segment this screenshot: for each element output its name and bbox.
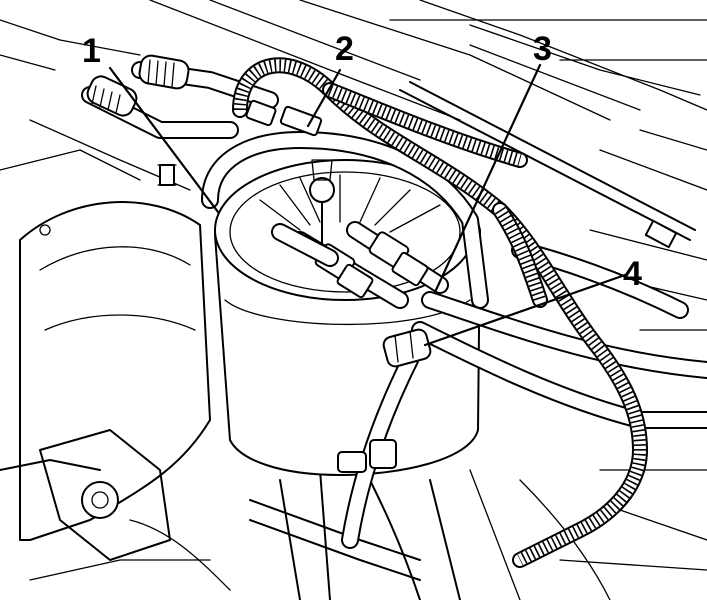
callout-2: 2 <box>335 30 354 68</box>
return-hose <box>201 131 707 549</box>
callout-leaders <box>108 63 627 347</box>
callout-4: 4 <box>623 255 642 293</box>
callout-3: 3 <box>533 30 552 68</box>
leader-2 <box>306 68 342 128</box>
fuel-filter <box>214 159 481 476</box>
corrugated-harness <box>232 57 648 568</box>
hood-stay <box>399 81 696 249</box>
leader-1 <box>108 66 220 214</box>
callout-1: 1 <box>82 32 101 70</box>
connectors <box>271 221 449 309</box>
leader-3 <box>434 63 542 292</box>
leader-4 <box>423 273 627 347</box>
callout-labels: 1 2 3 4 <box>82 30 642 293</box>
